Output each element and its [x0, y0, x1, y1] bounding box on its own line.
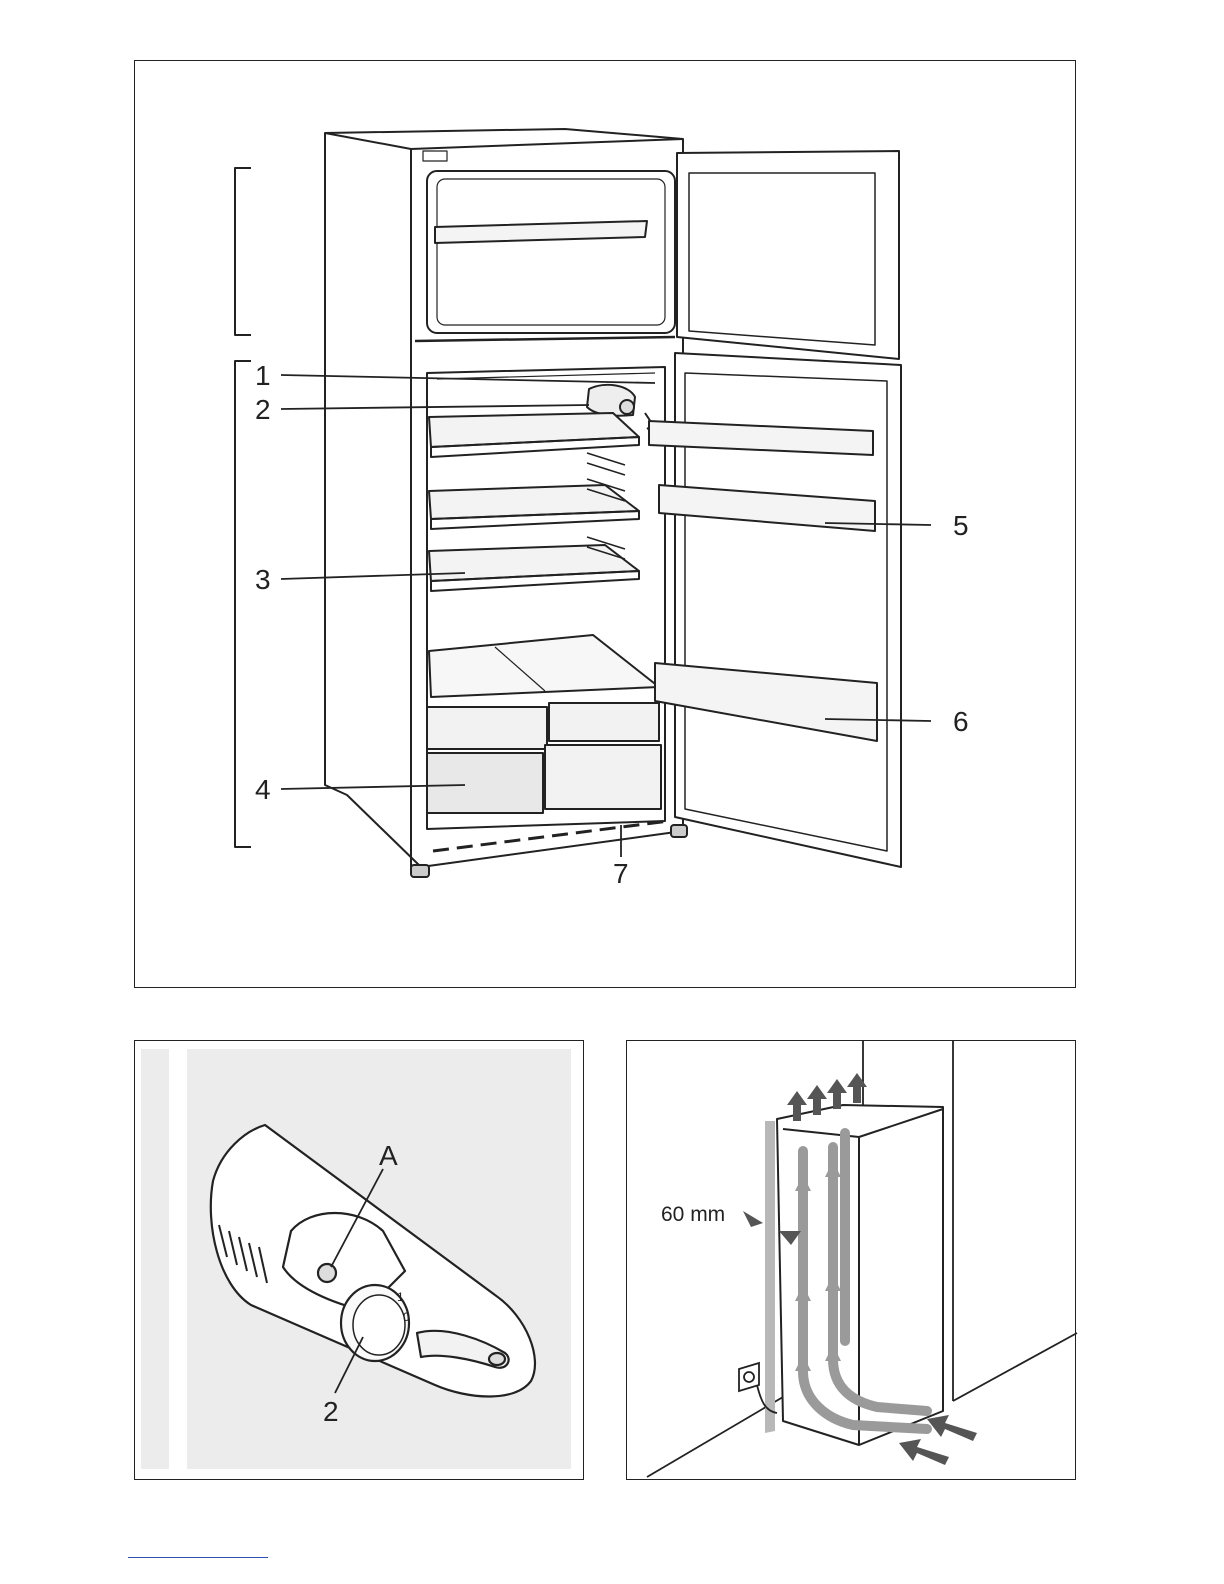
ventilation-clearance-panel: 60 mm: [626, 1040, 1076, 1480]
light-switch-button: [318, 1264, 336, 1282]
callout-2-detail: 2: [323, 1396, 339, 1427]
background-strip: [141, 1049, 169, 1469]
light-bulb: [489, 1353, 505, 1365]
callout-3: 3: [255, 564, 271, 595]
dial-mark-one: 1: [397, 1290, 404, 1304]
crisper-drawer-bottom-left: [427, 753, 543, 813]
floor-edge-left: [647, 1397, 783, 1477]
callout-6: 6: [953, 706, 969, 737]
callout-5: 5: [953, 510, 969, 541]
freezer-section-bracket: [235, 168, 251, 335]
thermostat-detail-illustration: 1 0 A 2: [135, 1041, 585, 1481]
freezer-door: [677, 151, 899, 359]
callout-7: 7: [613, 858, 629, 889]
adjustable-foot-left: [411, 865, 429, 877]
wall-clearance-strip: [765, 1121, 775, 1433]
callout-2: 2: [255, 394, 271, 425]
fridge-overview-panel: 1 2 3 4 5 6 7: [134, 60, 1076, 988]
ventilation-clearance-illustration: 60 mm: [627, 1041, 1077, 1481]
floor-edge-right: [953, 1333, 1077, 1401]
dial-mark-zero: 0: [403, 1310, 410, 1324]
callout-1: 1: [255, 360, 271, 391]
thermostat-detail-panel: 1 0 A 2: [134, 1040, 584, 1480]
temperature-dial-knob: [353, 1295, 405, 1355]
crisper-drawer-top-left: [427, 707, 547, 749]
wall-socket: [739, 1363, 759, 1391]
fridge-section-bracket: [235, 361, 251, 847]
thermostat-knob: [620, 400, 634, 414]
crisper-drawer-top-right: [549, 703, 659, 741]
clearance-label: 60 mm: [661, 1203, 725, 1226]
crisper-drawer-bottom-right: [545, 745, 661, 809]
fridge-overview-illustration: 1 2 3 4 5 6 7: [135, 61, 1077, 989]
callout-4: 4: [255, 774, 271, 805]
adjustable-foot-right: [671, 825, 687, 837]
footer-rule: [128, 1557, 268, 1558]
callout-A: A: [379, 1140, 398, 1171]
